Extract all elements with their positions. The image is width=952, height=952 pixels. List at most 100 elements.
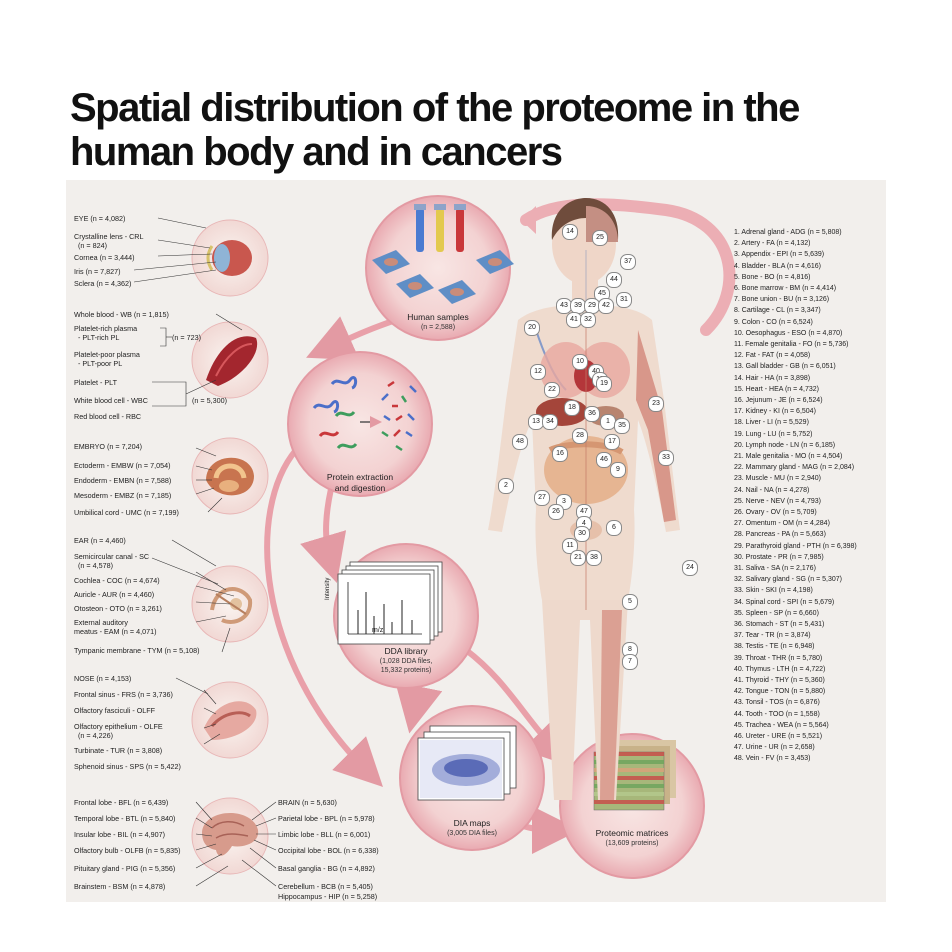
tissue-legend-item: 1. Adrenal gland - ADG (n = 5,808) (734, 229, 842, 236)
whole-blood-label: Whole blood - WB (n = 1,815) (74, 310, 169, 319)
crystalline-lens-label: Crystalline lens - CRL (74, 232, 144, 241)
tissue-legend-item: 23. Muscle - MU (n = 2,940) (734, 475, 821, 483)
dda-circle (333, 543, 479, 689)
tissue-legend-item: 41. Thyroid - THY (n = 5,360) (734, 677, 825, 684)
body-number-marker: 19 (596, 376, 612, 392)
body-number-marker: 14 (562, 224, 578, 240)
eam-label-2: meatus - EAM (n = 4,071) (74, 627, 157, 636)
body-number-marker: 17 (604, 434, 620, 450)
tissue-legend-item: 12. Fat - FAT (n = 4,058) (734, 352, 811, 360)
body-number-marker: 5 (622, 594, 638, 610)
tissue-legend-item: 39. Throat - THR (n = 5,780) (734, 654, 823, 662)
dda-y-axis: Intensity (325, 577, 331, 600)
samples-caption: Human samples (407, 312, 469, 322)
cochlea-label: Cochlea - COC (n = 4,674) (74, 576, 160, 585)
body-number-marker: 34 (542, 414, 558, 430)
nose-circle (191, 681, 269, 759)
tissue-legend-item: 38. Testis - TE (n = 6,948) (734, 643, 815, 651)
body-number-marker: 22 (544, 382, 560, 398)
olff-label: Olfactory fasciculi - OLFF (74, 706, 156, 715)
plt-rich-abbr: - PLT-rich PL (78, 333, 120, 342)
body-number-marker: 21 (570, 550, 586, 566)
body-number-marker: 46 (596, 452, 612, 468)
samples-circle (365, 195, 514, 341)
dda-x-axis: m/z (372, 627, 384, 634)
dia-caption: DIA maps (453, 818, 491, 828)
body-number-marker: 30 (574, 526, 590, 542)
umbilical-cord-label: Umbilical cord - UMC (n = 7,199) (74, 508, 179, 517)
auricle-label: Auricle - AUR (n = 4,460) (74, 590, 155, 599)
cell-count: (n = 5,300) (192, 396, 227, 405)
samples-count: (n = 2,588) (420, 324, 456, 331)
body-number-marker: 33 (658, 450, 674, 466)
tissue-legend-item: 4. Bladder - BLA (n = 4,616) (734, 262, 821, 270)
tissue-legend-item: 31. Saliva - SA (n = 2,176) (734, 565, 816, 572)
sclera-label: Sclera (n = 4,362) (74, 279, 132, 288)
limbic-lobe-label: Limbic lobe - BLL (n = 6,001) (278, 830, 371, 839)
tissue-legend-item: 16. Jejunum - JE (n = 6,524) (734, 397, 823, 404)
frontal-sinus-label: Frontal sinus - FRS (n = 3,736) (74, 690, 173, 699)
tissue-legend-item: 33. Skin - SKI (n = 4,198) (734, 587, 813, 595)
eam-label-1: External auditory (74, 618, 128, 627)
figure-graphics (133, 195, 736, 887)
tissue-legend-item: 43. Tonsil - TOS (n = 6,876) (734, 699, 820, 707)
extraction-caption-1: Protein extraction (326, 472, 394, 482)
tissue-legend-item: 7. Bone union - BU (n = 3,126) (734, 296, 830, 304)
page-title: Spatial distribution of the proteome in … (70, 86, 910, 174)
platelet-label: Platelet - PLT (74, 378, 118, 387)
tissue-legend-item: 11. Female genitalia - FO (n = 5,736) (734, 341, 849, 348)
body-number-marker: 23 (648, 396, 664, 412)
body-number-marker: 44 (606, 272, 622, 288)
tissue-legend-item: 18. Liver - LI (n = 5,529) (734, 419, 809, 427)
occipital-lobe-label: Occipital lobe - BOL (n = 6,338) (278, 846, 379, 855)
tissue-legend-item: 14. Hair - HA (n = 3,898) (734, 374, 811, 382)
body-number-marker: 24 (682, 560, 698, 576)
tissue-legend-item: 13. Gall bladder - GB (n = 6,051) (734, 363, 836, 371)
dda-count-1: (1,028 DDA files, (379, 658, 433, 665)
plt-poor-label: Platelet-poor plasma (74, 350, 140, 359)
dda-count-2: 15,332 proteins) (380, 667, 432, 674)
eye-circle (191, 219, 269, 297)
iris-label: Iris (n = 7,827) (74, 267, 121, 276)
tissue-legend-item: 44. Tooth - TOO (n = 1,558) (734, 710, 820, 718)
body-number-marker: 10 (572, 354, 588, 370)
leader-lines (133, 217, 277, 887)
body-number-marker: 6 (606, 520, 622, 536)
body-number-marker: 35 (614, 418, 630, 434)
tissue-legend-item: 32. Salivary gland - SG (n = 5,307) (734, 576, 842, 584)
tissue-legend-item: 36. Stomach - ST (n = 5,431) (734, 621, 825, 628)
nose-label: NOSE (n = 4,153) (74, 674, 132, 683)
plt-rich-label: Platelet-rich plasma (74, 324, 138, 333)
insular-lobe-label: Insular lobe - BIL (n = 4,907) (74, 830, 166, 839)
semicircular-canal-label: Semicircular canal - SC (74, 552, 150, 561)
turbinate-label: Turbinate - TUR (n = 3,808) (74, 746, 163, 755)
tissue-legend-item: 35. Spleen - SP (n = 6,660) (734, 609, 819, 617)
body-number-marker: 9 (610, 462, 626, 478)
body-number-marker: 16 (552, 446, 568, 462)
cornea-label: Cornea (n = 3,444) (74, 253, 135, 262)
tympanic-label: Tympanic membrane - TYM (n = 5,108) (74, 646, 200, 655)
pituitary-label: Pituitary gland - PIG (n = 5,356) (74, 864, 176, 873)
tissue-legend-item: 25. Nerve - NEV (n = 4,793) (734, 497, 821, 505)
tissue-legend-item: 17. Kidney - KI (n = 6,504) (734, 408, 816, 416)
extraction-circle (287, 351, 433, 497)
brain-circle (191, 797, 269, 875)
embryo-circle (191, 437, 269, 515)
tissue-legend-item: 48. Vein - FV (n = 3,453) (734, 755, 811, 763)
tissue-legend-item: 42. Tongue - TON (n = 5,880) (734, 688, 826, 696)
crystalline-lens-count: (n = 824) (78, 241, 107, 250)
endoderm-label: Endoderm - EMBN (n = 7,588) (74, 476, 172, 485)
olfe-label: Olfactory epithelium - OLFE (74, 722, 163, 731)
tissue-legend-item: 47. Urine - UR (n = 2,658) (734, 744, 815, 752)
dda-caption: DDA library (384, 646, 428, 656)
figure-panel: EYE (n = 4,082) Crystalline lens - CRL (… (66, 180, 886, 902)
title-line-2: human body and in cancers (70, 130, 563, 174)
parietal-lobe-label: Parietal lobe - BPL (n = 5,978) (278, 814, 375, 823)
sphenoid-sinus-label: Sphenoid sinus - SPS (n = 5,422) (74, 762, 181, 771)
body-number-marker: 43 (556, 298, 572, 314)
tissue-legend-item: 8. Cartilage - CL (n = 3,347) (734, 307, 821, 315)
semicircular-canal-count: (n = 4,578) (78, 561, 113, 570)
body-number-marker: 36 (584, 406, 600, 422)
blood-circle (191, 321, 269, 399)
tissue-legend-item: 45. Trachea - WEA (n = 5,564) (734, 721, 829, 729)
